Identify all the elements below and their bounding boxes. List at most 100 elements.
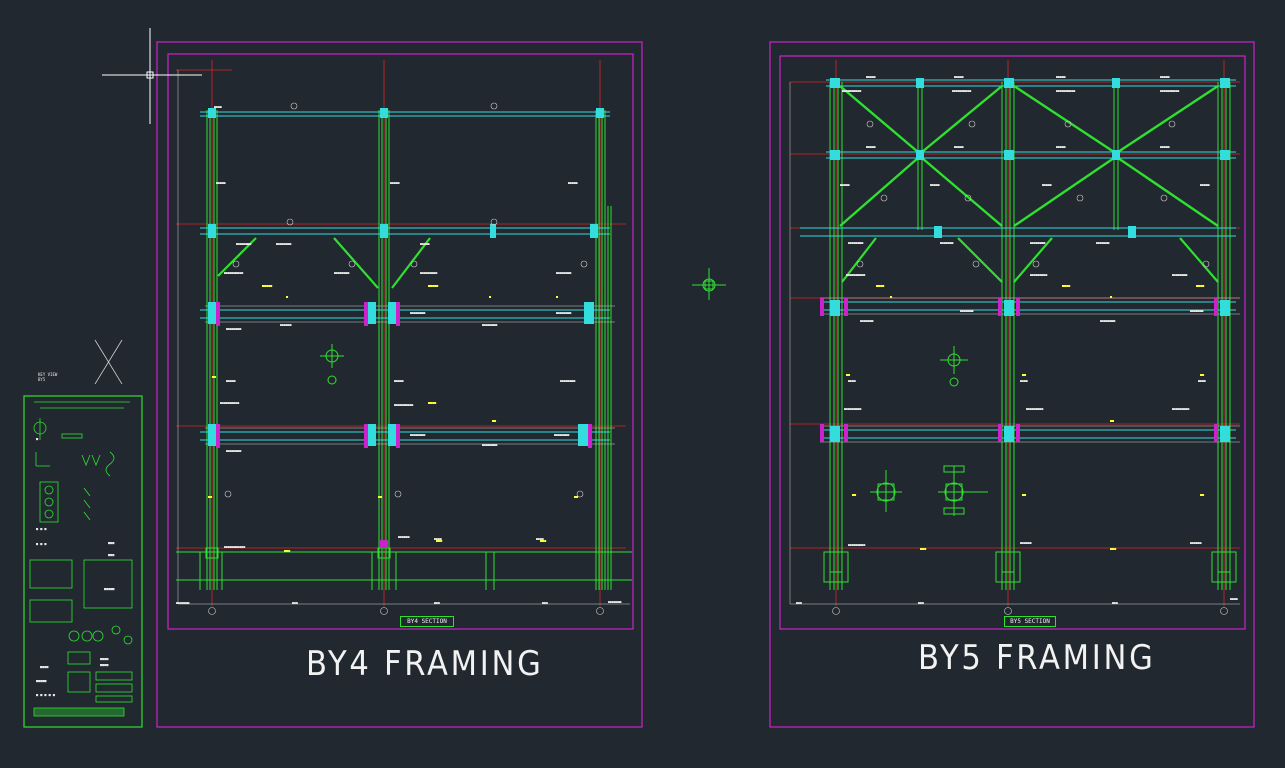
svg-text:■■■■■: ■■■■■	[390, 181, 400, 185]
svg-text:■■■■■■■■: ■■■■■■■■	[1172, 273, 1187, 277]
svg-text:■■■■■■■■■: ■■■■■■■■■	[1030, 273, 1047, 277]
svg-text:■■■■■■■■: ■■■■■■■■	[1100, 319, 1115, 323]
svg-text:■■■■■■■■: ■■■■■■■■	[482, 443, 497, 447]
svg-text:■■■: ■■■	[436, 539, 443, 543]
svg-text:■■: ■■	[852, 493, 857, 497]
svg-text:■: ■	[286, 295, 289, 299]
svg-text:■■■■■: ■■■■■	[840, 183, 850, 187]
svg-text:■■■■■: ■■■■■	[36, 679, 47, 683]
svg-text:■■■■■■■■■■: ■■■■■■■■■■	[1160, 89, 1179, 93]
svg-text:■■■: ■■■	[1110, 547, 1117, 551]
svg-text:■■■■■■■■■■: ■■■■■■■■■■	[224, 271, 243, 275]
svg-text:■■: ■■	[208, 495, 213, 499]
svg-text:■ ■ ■: ■ ■ ■	[36, 542, 47, 546]
svg-text:■■■■■■■■■■■: ■■■■■■■■■■■	[224, 545, 245, 549]
svg-text:■■: ■■	[846, 373, 851, 377]
svg-text:■■■■■■: ■■■■■■	[280, 323, 292, 327]
svg-text:■■■: ■■■	[284, 549, 291, 553]
svg-text:■■■■: ■■■■	[876, 284, 885, 288]
svg-text:■■■: ■■■	[434, 601, 440, 605]
svg-text:■■■■■■■■: ■■■■■■■■	[848, 241, 863, 245]
svg-text:■■■: ■■■	[918, 601, 924, 605]
svg-text:■: ■	[1110, 295, 1113, 299]
svg-text:■■■■■■■: ■■■■■■■	[1190, 309, 1204, 313]
svg-text:■ ■ ■ ■ ■: ■ ■ ■ ■ ■	[36, 693, 56, 697]
svg-text:■■■■■■■■: ■■■■■■■■	[556, 271, 571, 275]
svg-text:■■■: ■■■	[1112, 601, 1118, 605]
svg-text:■■■■■■■: ■■■■■■■	[940, 241, 954, 245]
svg-text:■■: ■■	[378, 495, 383, 499]
svg-text:■■■■: ■■■■	[434, 537, 442, 541]
svg-text:■: ■	[556, 295, 559, 299]
svg-text:■■■■■■■■: ■■■■■■■■	[226, 327, 241, 331]
svg-text:■■■■■■■■■: ■■■■■■■■■	[1026, 407, 1043, 411]
svg-text:■■■: ■■■	[108, 553, 115, 557]
svg-text:■■■■: ■■■■	[100, 663, 109, 667]
svg-text:■■■■■■■■: ■■■■■■■■	[226, 449, 241, 453]
svg-text:■■: ■■	[212, 375, 217, 379]
svg-text:■■■: ■■■	[292, 601, 298, 605]
svg-text:■■■■■: ■■■■■	[1160, 145, 1170, 149]
section-label-by5: BY5 SECTION	[1004, 616, 1056, 627]
sheet-title-by4: BY4 FRAMING	[306, 644, 544, 684]
svg-text:■■■■■■■: ■■■■■■■	[1096, 241, 1110, 245]
sheet-border-by5	[769, 41, 1255, 728]
svg-text:■■■■■■■■: ■■■■■■■■	[276, 242, 291, 246]
svg-text:■■■■■■■: ■■■■■■■	[176, 601, 190, 605]
svg-text:■■■■■: ■■■■■	[866, 75, 876, 79]
svg-text:■■■■■: ■■■■■	[930, 183, 940, 187]
by5-framing-drawing: ■■■■■■■■■■■■■■■■■■■■ ■■■■■■■■■■■■■■■■■■■…	[789, 60, 1240, 615]
svg-text:■■: ■■	[492, 419, 497, 423]
svg-text:■■■■■: ■■■■■	[420, 242, 430, 246]
svg-text:■■■■■■: ■■■■■■	[398, 535, 410, 539]
section-marker	[692, 268, 726, 300]
svg-text:■■■■■: ■■■■■	[568, 181, 578, 185]
svg-text:■■■■■■■: ■■■■■■■	[860, 319, 874, 323]
svg-text:■■■■: ■■■■	[40, 665, 49, 669]
key-view-label: KEY VIEW BY5	[38, 372, 58, 382]
svg-text:■■■■■■■■: ■■■■■■■■	[410, 433, 425, 437]
section-label-by4: BY4 SECTION	[400, 616, 454, 627]
svg-text:■■■■■: ■■■■■	[104, 587, 115, 591]
svg-text:■■■■■■: ■■■■■■	[1190, 541, 1202, 545]
svg-text:■■■■■■■■■■: ■■■■■■■■■■	[394, 403, 413, 407]
svg-text:■■: ■■	[1110, 419, 1115, 423]
svg-text:■■■■■: ■■■■■	[216, 181, 226, 185]
svg-text:■■■■: ■■■■	[428, 401, 437, 405]
svg-text:■■■■■■■: ■■■■■■■	[608, 600, 622, 604]
svg-text:■■■■: ■■■■	[214, 105, 222, 109]
svg-text:■■■■: ■■■■	[1196, 284, 1205, 288]
svg-text:■■■■■: ■■■■■	[262, 284, 273, 288]
svg-text:■■■■■■■■: ■■■■■■■■	[410, 311, 425, 315]
svg-text:■■■■■■■■: ■■■■■■■■	[482, 323, 497, 327]
svg-text:■■■■: ■■■■	[1062, 284, 1071, 288]
svg-text:■: ■	[890, 295, 893, 299]
svg-text:■■■■■■■■■: ■■■■■■■■■	[1172, 407, 1189, 411]
svg-text:■■■■■■■■■■: ■■■■■■■■■■	[842, 89, 861, 93]
svg-text:■■■■■: ■■■■■	[1042, 183, 1052, 187]
svg-text:■■■■■■■■■: ■■■■■■■■■	[848, 543, 865, 547]
svg-text:■■■: ■■■	[540, 539, 547, 543]
svg-text:■■■■■: ■■■■■	[1160, 75, 1170, 79]
legend-panel: ■■ ■ ■■ ■ ■ ■■■■■■■■■■■ ■■■■■■■■■■ ■ ■ ■…	[23, 339, 143, 728]
svg-text:■■: ■■	[1200, 373, 1205, 377]
svg-text:■■■■: ■■■■	[100, 657, 109, 661]
svg-text:■■■■■■■■■■: ■■■■■■■■■■	[220, 401, 239, 405]
svg-text:■■■: ■■■	[796, 601, 802, 605]
svg-text:■: ■	[36, 437, 39, 441]
svg-text:■■: ■■	[1200, 493, 1205, 497]
sheet-title-by5: BY5 FRAMING	[918, 638, 1156, 678]
svg-text:■■■■: ■■■■	[1198, 379, 1206, 383]
svg-text:■■■■: ■■■■	[1020, 379, 1028, 383]
svg-text:■■■: ■■■	[920, 547, 927, 551]
svg-text:■■■■■: ■■■■■	[866, 145, 876, 149]
svg-text:■■■■■: ■■■■■	[954, 145, 964, 149]
svg-text:■■: ■■	[1022, 493, 1027, 497]
svg-text:■■■■■: ■■■■■	[1056, 145, 1066, 149]
svg-text:■■■■■■■■: ■■■■■■■■	[1030, 241, 1045, 245]
svg-text:■■■: ■■■	[108, 541, 115, 545]
svg-text:■■■■■■■■: ■■■■■■■■	[334, 271, 349, 275]
svg-text:■■■■■■: ■■■■■■	[1020, 541, 1032, 545]
svg-text:■■: ■■	[1022, 373, 1027, 377]
